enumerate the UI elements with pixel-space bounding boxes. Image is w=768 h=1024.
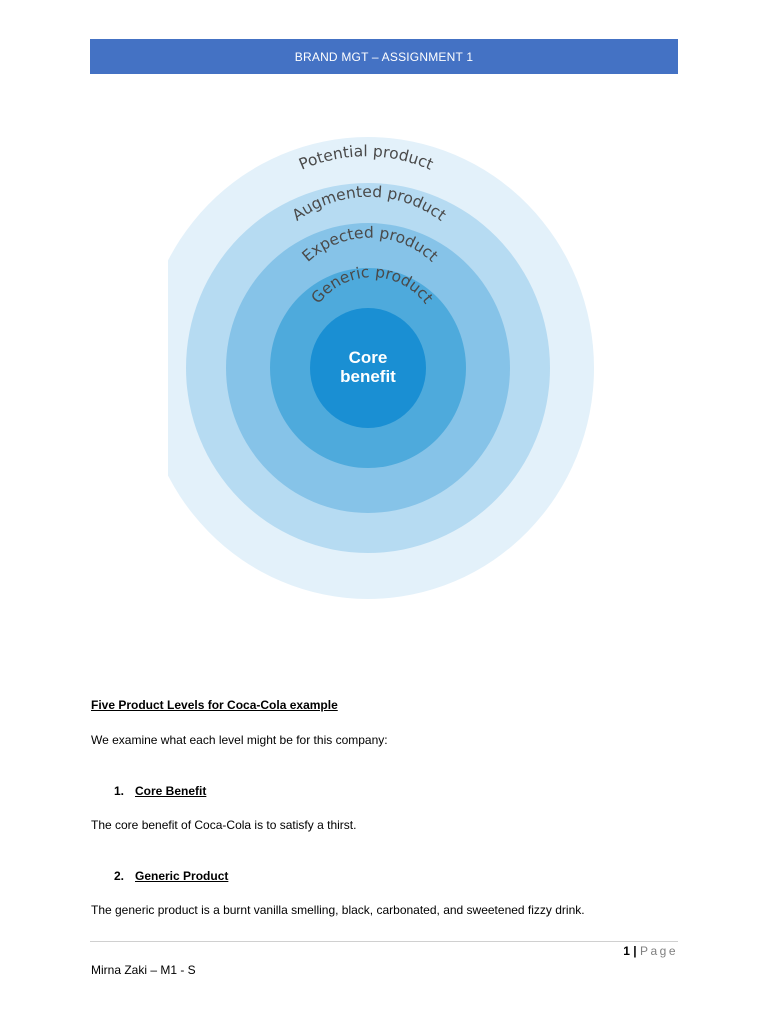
header-bar: BRAND MGT – ASSIGNMENT 1 [90,39,678,74]
page-separator: | [629,944,640,958]
generic-product-text: The generic product is a burnt vanilla s… [91,903,585,917]
header-title: BRAND MGT – ASSIGNMENT 1 [294,49,474,64]
core-benefit-label-line2: benefit [340,367,396,386]
core-benefit-circle [310,308,426,428]
core-benefit-text: The core benefit of Coca-Cola is to sati… [91,818,357,832]
footer-divider [90,941,678,942]
list-title: Core Benefit [135,784,207,798]
list-item-core-benefit: 1. Core Benefit [114,784,206,798]
core-benefit-label-line1: Core [349,348,388,367]
page-number: 1 | Page [623,944,678,958]
list-item-generic-product: 2. Generic Product [114,869,228,883]
list-number: 1. [114,784,125,798]
list-title: Generic Product [135,869,229,883]
page-word: Page [639,944,678,958]
page-number-value: 1 [623,944,630,958]
intro-text: We examine what each level might be for … [91,733,388,747]
list-number: 2. [114,869,125,883]
section-heading: Five Product Levels for Coca-Cola exampl… [91,698,338,712]
footer-author: Mirna Zaki – M1 - S [91,963,196,977]
product-levels-diagram: Potential product Augmented product Expe… [168,137,594,599]
